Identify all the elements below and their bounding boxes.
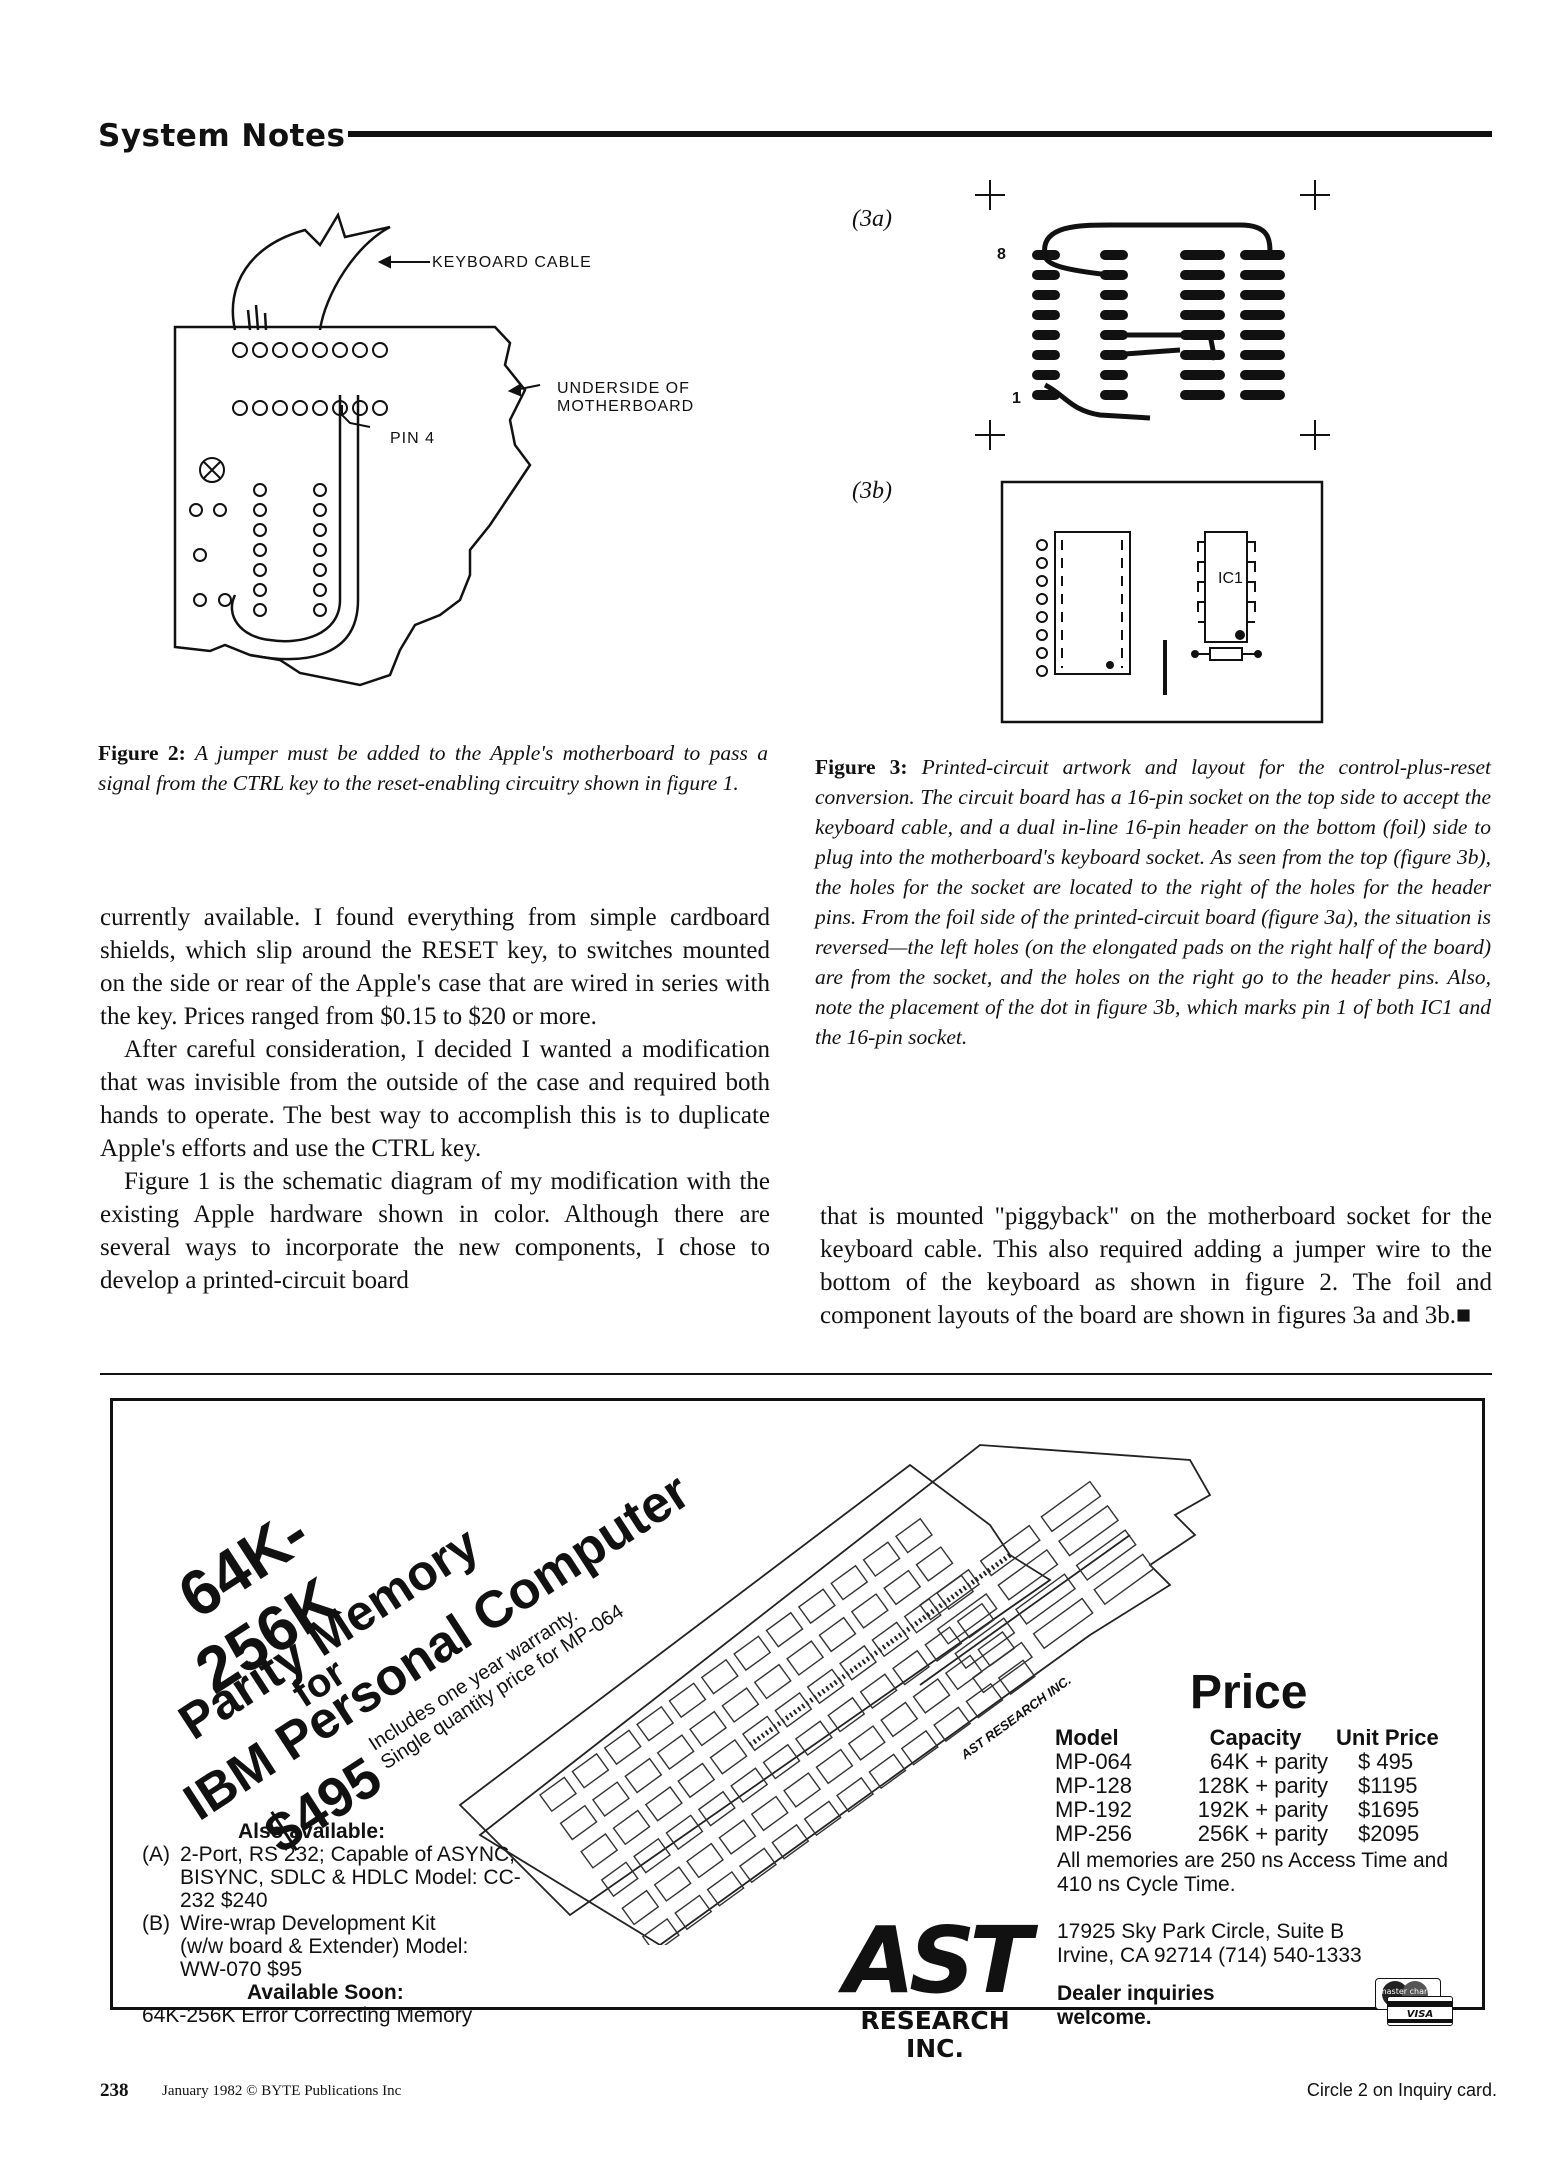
col-unit-price: Unit Price xyxy=(1336,1725,1439,1750)
unit-price-cell: $1195 xyxy=(1358,1773,1418,1798)
pin4-label: PIN 4 xyxy=(390,430,436,447)
price-row: MP-256 256K + parity $2095 xyxy=(1055,1822,1447,1846)
capacity-cell: 128K + parity xyxy=(1197,1773,1328,1798)
ic1-label: IC1 xyxy=(1218,570,1243,587)
figure-2-caption-text: A jumper must be added to the Apple's mo… xyxy=(98,741,768,795)
available-soon-title: Available Soon: xyxy=(247,1981,404,2004)
header-rule xyxy=(348,131,1492,137)
visa-icon: VISA xyxy=(1387,1996,1453,2026)
memory-board-illustration xyxy=(458,1444,1212,1945)
dealer-inquiries: Dealer inquiries welcome. xyxy=(1057,1982,1215,2030)
available-soon-text: 64K-256K Error Correcting Memory xyxy=(142,2004,473,2027)
unit-price-cell: $2095 xyxy=(1358,1821,1420,1846)
price-title: Price xyxy=(1190,1666,1308,1719)
ast-advertisement xyxy=(110,1398,1485,2010)
unit-price-cell: $1695 xyxy=(1358,1797,1420,1822)
body-left-paragraph-1: currently available. I found everything … xyxy=(100,904,770,1030)
model-cell: MP-192 xyxy=(1055,1797,1133,1822)
article-separator xyxy=(100,1373,1492,1375)
address-line-1: 17925 Sky Park Circle, Suite B xyxy=(1057,1920,1345,1943)
figure-3-caption-text: Printed-circuit artwork and layout for t… xyxy=(815,755,1492,1049)
publication-line: January 1982 © BYTE Publications Inc xyxy=(162,2083,402,2099)
unit-price-cell: $ 495 xyxy=(1358,1749,1414,1774)
figure-3a-artwork xyxy=(975,180,1330,450)
price-row: MP-064 64K + parity $ 495 xyxy=(1055,1750,1447,1774)
figure-3b-layout xyxy=(1000,480,1324,724)
capacity-cell: 256K + parity xyxy=(1197,1821,1328,1846)
dealer-line-1: Dealer inquiries xyxy=(1057,1982,1215,2005)
price-table: Model Capacity Unit Price MP-064 64K + p… xyxy=(1055,1726,1447,1846)
figure-3a-label: (3a) xyxy=(852,206,892,232)
body-right-column: that is mounted "piggyback" on the mothe… xyxy=(820,1200,1492,1332)
mastercharge-text: master charge xyxy=(1378,1987,1438,1996)
section-title: System Notes xyxy=(98,118,346,154)
price-table-header: Model Capacity Unit Price xyxy=(1055,1726,1447,1750)
body-left-paragraph-3: Figure 1 is the schematic diagram of my … xyxy=(100,1168,770,1294)
figure-3b-label: (3b) xyxy=(852,478,892,504)
address-line-2: Irvine, CA 92714 (714) 540-1333 xyxy=(1057,1944,1362,1967)
also-b-prefix: (B) xyxy=(142,1912,170,1935)
ast-logo: AST RESEARCH INC. xyxy=(830,1915,1040,2063)
body-left-paragraph-2: After careful consideration, I decided I… xyxy=(100,1036,770,1162)
visa-text: VISA xyxy=(1406,2009,1434,2020)
figure-2-drawing xyxy=(173,211,541,687)
also-available-block: Also available: (A) 2-Port, RS 232; Capa… xyxy=(142,1820,522,2027)
col-model: Model xyxy=(1055,1725,1119,1750)
model-cell: MP-128 xyxy=(1055,1773,1133,1798)
end-mark: ■ xyxy=(1455,1302,1472,1329)
ast-logo-sub: RESEARCH INC. xyxy=(860,2006,1010,2063)
figure-2-caption: Figure 2: A jumper must be added to the … xyxy=(98,738,768,798)
underside-label-line2: MOTHERBOARD xyxy=(557,398,695,415)
also-a-text: 2-Port, RS 232; Capable of ASYNC, BISYNC… xyxy=(180,1843,521,1912)
keyboard-cable-label: KEYBOARD CABLE xyxy=(432,254,592,271)
figure-3-caption: Figure 3: Printed-circuit artwork and la… xyxy=(815,752,1491,1052)
dealer-line-2: welcome. xyxy=(1057,2006,1152,2029)
also-b-text: Wire-wrap Development Kit (w/w board & E… xyxy=(180,1912,469,1981)
underside-label: UNDERSIDE OF MOTHERBOARD xyxy=(557,380,694,416)
body-left-column: currently available. I found everything … xyxy=(100,901,770,1297)
pin-8-label: 8 xyxy=(997,246,1006,263)
underside-label-line1: UNDERSIDE OF xyxy=(557,380,690,397)
ast-address: 17925 Sky Park Circle, Suite B Irvine, C… xyxy=(1057,1920,1362,1968)
capacity-cell: 64K + parity xyxy=(1209,1749,1328,1774)
figure-3-caption-label: Figure 3: xyxy=(815,755,908,779)
inquiry-note: Circle 2 on Inquiry card. xyxy=(1306,2080,1497,2100)
pin-1-label: 1 xyxy=(1012,390,1021,407)
body-right-paragraph-1: that is mounted "piggyback" on the mothe… xyxy=(820,1203,1492,1329)
also-a-prefix: (A) xyxy=(142,1843,170,1866)
capacity-cell: 192K + parity xyxy=(1197,1797,1328,1822)
also-available-title: Also available: xyxy=(238,1820,386,1843)
price-row: MP-192 192K + parity $1695 xyxy=(1055,1798,1447,1822)
ast-logo-main: AST xyxy=(843,1907,1032,2014)
credit-card-logos: master charge VISA xyxy=(1375,1978,1453,2026)
timing-note: All memories are 250 ns Access Time and … xyxy=(1057,1849,1449,1896)
col-capacity: Capacity xyxy=(1209,1725,1302,1750)
model-cell: MP-064 xyxy=(1055,1749,1133,1774)
model-cell: MP-256 xyxy=(1055,1821,1133,1846)
figure-2-caption-label: Figure 2: xyxy=(98,741,186,765)
page-number: 238 xyxy=(100,2080,129,2101)
price-row: MP-128 128K + parity $1195 xyxy=(1055,1774,1447,1798)
